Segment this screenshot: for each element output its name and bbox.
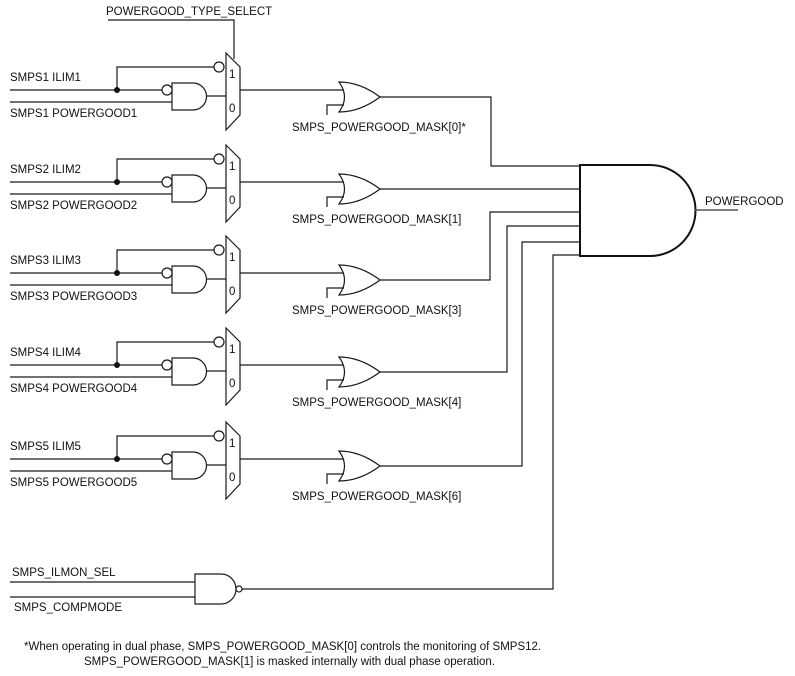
powergood-label: SMPS4 POWERGOOD4 xyxy=(10,383,138,395)
or-output-wire xyxy=(380,96,580,167)
footnote-line-2: SMPS_POWERGOOD_MASK[1] is masked interna… xyxy=(84,656,495,668)
or-gate xyxy=(337,356,382,388)
mask-wire xyxy=(326,196,344,207)
and-inversion-bubble xyxy=(161,453,173,465)
and-inversion-bubble xyxy=(161,359,173,371)
powergood-label: SMPS1 POWERGOOD1 xyxy=(10,108,137,120)
nand-input-a-label: SMPS_ILMON_SEL xyxy=(12,567,116,579)
powergood-and-gate: POWERGOOD xyxy=(579,164,784,257)
mask-label: SMPS_POWERGOOD_MASK[0]* xyxy=(292,122,466,134)
or-output-wire xyxy=(380,225,580,373)
nand-gate-body xyxy=(194,573,237,605)
ilim-label: SMPS3 ILIM3 xyxy=(10,255,81,267)
mux xyxy=(225,51,241,132)
mux-inversion-bubble xyxy=(213,61,225,73)
mux xyxy=(225,420,241,501)
mux-inversion-bubble xyxy=(213,244,225,256)
mux-input-0-label: 0 xyxy=(229,286,235,298)
mask-wire xyxy=(326,379,344,390)
ilim-branch-wire xyxy=(116,435,214,459)
or-gate xyxy=(337,264,382,296)
mux xyxy=(225,234,241,315)
nand-output-wire xyxy=(242,254,580,590)
mask-wire xyxy=(326,287,344,298)
mask-wire xyxy=(326,104,344,115)
mux-input-0-label: 0 xyxy=(229,378,235,390)
footnote-line-1: *When operating in dual phase, SMPS_POWE… xyxy=(24,641,542,653)
junction-dot xyxy=(114,87,120,93)
mask-wire xyxy=(326,473,344,484)
ilmon-nand-gate: SMPS_ILMON_SEL SMPS_COMPMODE xyxy=(10,254,580,614)
mask-label: SMPS_POWERGOOD_MASK[3] xyxy=(292,305,461,317)
mask-label: SMPS_POWERGOOD_MASK[6] xyxy=(292,491,461,503)
mux-input-1-label: 1 xyxy=(229,252,235,264)
mux-input-0-label: 0 xyxy=(229,195,235,207)
powergood-label: SMPS5 POWERGOOD5 xyxy=(10,477,137,489)
select-signal-label: POWERGOOD_TYPE_SELECT xyxy=(106,6,272,18)
and-gate-body xyxy=(579,164,697,257)
ilim-label: SMPS1 ILIM1 xyxy=(10,72,81,84)
select-wire xyxy=(108,19,235,59)
powergood-output-label: POWERGOOD xyxy=(705,196,784,208)
mux-input-0-label: 0 xyxy=(229,103,235,115)
ilim-branch-wire xyxy=(116,158,214,182)
mux-input-1-label: 1 xyxy=(229,344,235,356)
mux-inversion-bubble xyxy=(213,153,225,165)
and-gate xyxy=(171,82,208,111)
and-gate xyxy=(171,265,208,294)
and-inversion-bubble xyxy=(161,267,173,279)
and-gate xyxy=(171,451,208,480)
junction-dot xyxy=(114,456,120,462)
mux-input-1-label: 1 xyxy=(229,161,235,173)
or-gate xyxy=(337,450,382,482)
ilim-label: SMPS2 ILIM2 xyxy=(10,164,81,176)
mux xyxy=(225,143,241,224)
and-gate xyxy=(171,174,208,203)
ilim-branch-wire xyxy=(116,66,214,90)
junction-dot xyxy=(114,270,120,276)
ilim-label: SMPS5 ILIM5 xyxy=(10,441,81,453)
and-inversion-bubble xyxy=(161,176,173,188)
ilim-branch-wire xyxy=(116,249,214,273)
mux xyxy=(225,326,241,407)
junction-dot xyxy=(114,362,120,368)
nand-input-b-label: SMPS_COMPMODE xyxy=(14,602,122,614)
or-gate xyxy=(337,173,382,205)
mux-input-1-label: 1 xyxy=(229,438,235,450)
ilim-label: SMPS4 ILIM4 xyxy=(10,347,82,359)
and-inversion-bubble xyxy=(161,84,173,96)
or-output-wire xyxy=(380,241,580,467)
nand-inversion-bubble xyxy=(235,585,243,593)
select-signal: POWERGOOD_TYPE_SELECT xyxy=(106,6,272,59)
mux-inversion-bubble xyxy=(213,430,225,442)
mux-input-1-label: 1 xyxy=(229,69,235,81)
mux-inversion-bubble xyxy=(213,336,225,348)
powergood-label: SMPS2 POWERGOOD2 xyxy=(10,200,137,212)
or-gate xyxy=(337,81,382,113)
or-output-wire xyxy=(380,211,580,281)
mask-label: SMPS_POWERGOOD_MASK[1] xyxy=(292,214,461,226)
mux-input-0-label: 0 xyxy=(229,472,235,484)
ilim-branch-wire xyxy=(116,341,214,365)
junction-dot xyxy=(114,179,120,185)
and-gate xyxy=(171,357,208,386)
mask-label: SMPS_POWERGOOD_MASK[4] xyxy=(292,397,461,409)
powergood-label: SMPS3 POWERGOOD3 xyxy=(10,291,137,303)
